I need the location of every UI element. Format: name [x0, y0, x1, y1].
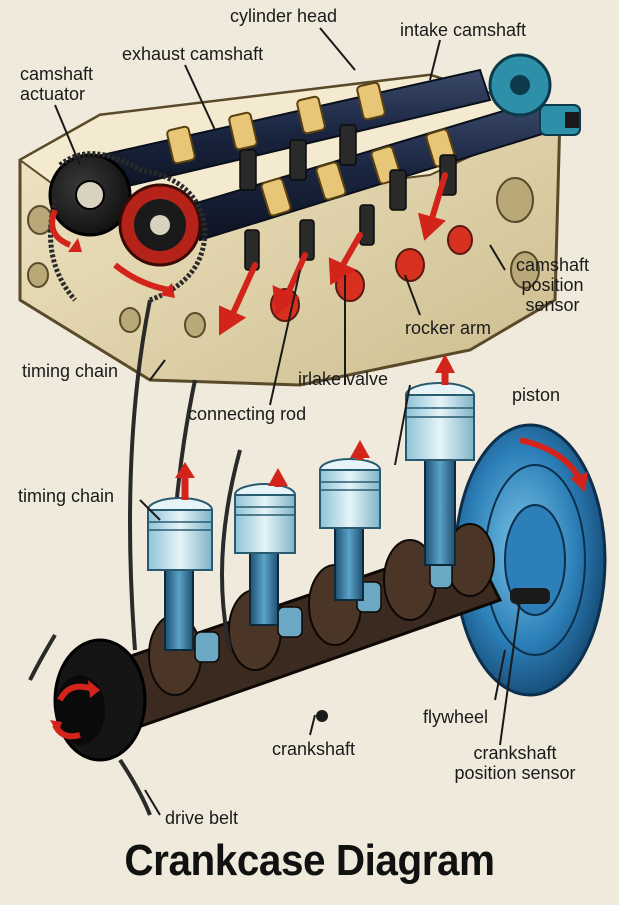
exhaust-camshaft-shape [78, 68, 492, 197]
red-arrow-up-icon [350, 440, 370, 458]
label-camshaft-actuator: camshaft actuator [20, 64, 94, 104]
label-camshaft-position-sensor: camshaft position sensor [515, 255, 590, 315]
drive-pulley-shape [50, 638, 147, 762]
label-connecting-rod: connecting rod [188, 404, 307, 424]
label-flywheel: flywheel [423, 707, 489, 727]
piston-4 [405, 354, 475, 566]
label-rocker-arm: rocker arm [405, 318, 492, 338]
red-arrow-head [68, 238, 82, 252]
piston-3 [319, 440, 381, 601]
page-title: Crankcase Diagram [124, 836, 495, 885]
crankshaft-shape [87, 523, 503, 732]
red-arrow-head [160, 283, 175, 298]
label-cylinder-head: cylinder head [230, 6, 338, 26]
leader-lines [54, 27, 521, 816]
red-rotation-arrow-icon [49, 208, 171, 293]
label-drive-belt: drive belt [165, 808, 239, 828]
label-intake-valve: irlake valve [298, 369, 389, 389]
red-valve-arrows [219, 172, 448, 336]
camshaft-actuator-gears [48, 153, 202, 267]
label-timing-chain-top: timing chain [22, 361, 119, 381]
label-crankshaft: crankshaft [272, 739, 356, 759]
label-crankshaft-position-sensor: crankshaft position sensor [454, 743, 576, 783]
label-piston: piston [512, 385, 561, 405]
piston-2 [234, 468, 296, 626]
red-arrow-up-icon [175, 462, 195, 478]
label-timing-chain-bottom: timing chain [18, 486, 115, 506]
red-arrow-up-icon [435, 354, 455, 373]
camshaft-sensor-shape [488, 53, 581, 136]
label-exhaust-camshaft: exhaust camshaft [122, 44, 264, 64]
label-intake-camshaft: intake camshaft [400, 20, 527, 40]
piston-1 [147, 462, 213, 651]
flywheel-shape [453, 423, 607, 697]
red-arrow-up-icon [268, 468, 288, 486]
